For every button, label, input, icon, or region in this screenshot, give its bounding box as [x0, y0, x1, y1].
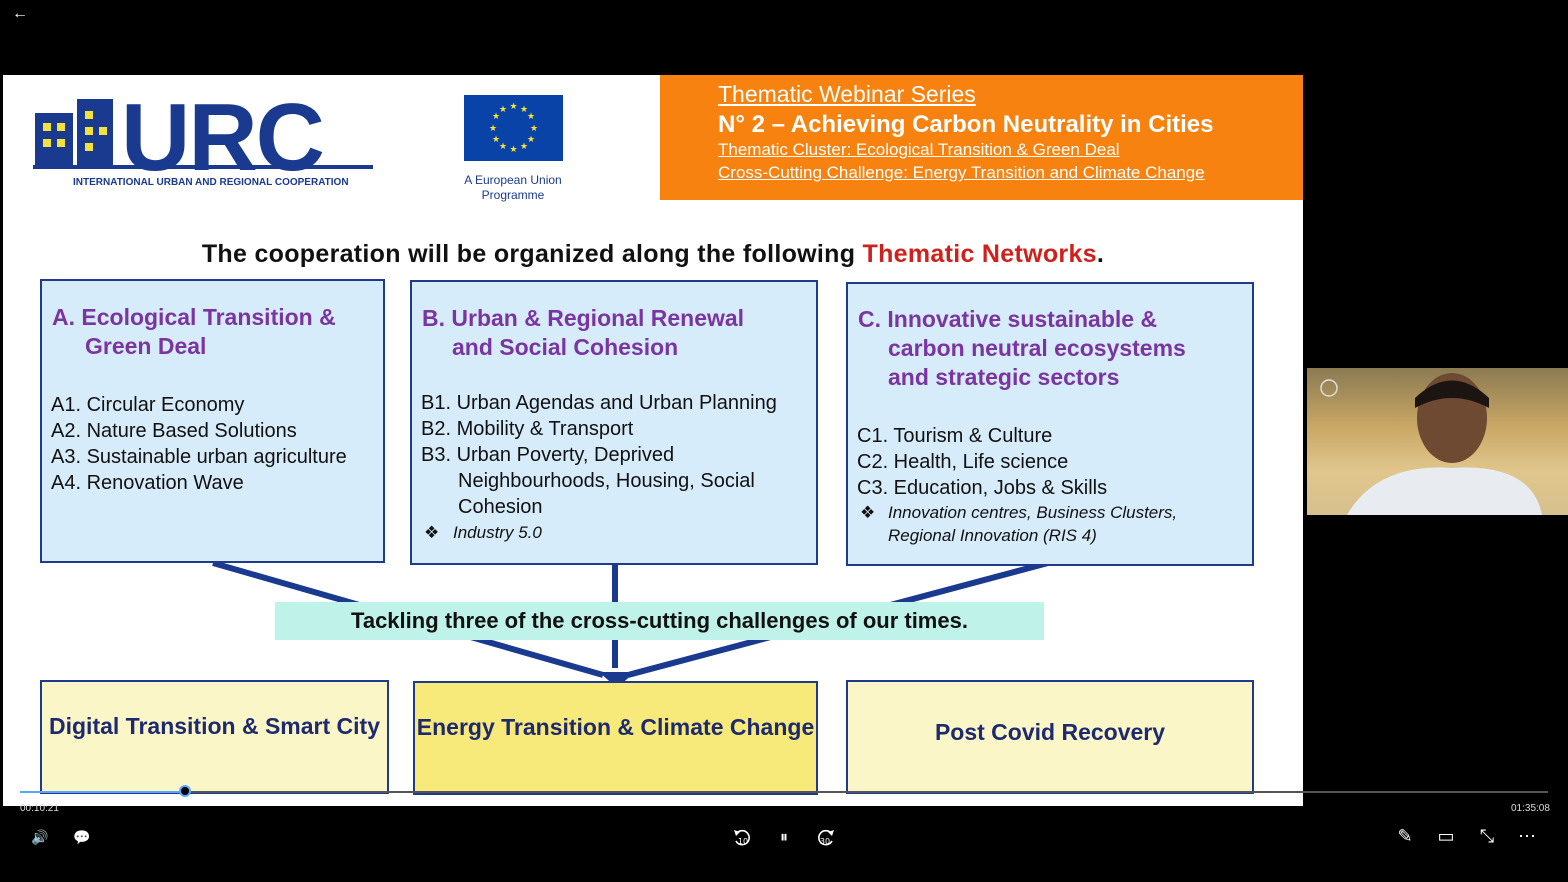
- webcam-video: [1307, 368, 1568, 515]
- tackle-banner: Tackling three of the cross-cutting chal…: [275, 602, 1044, 640]
- bullet-icon: ❖: [424, 523, 440, 542]
- pencil-icon: ✎: [1397, 826, 1413, 846]
- urc-logo: URC INTERNATIONAL URBAN AND REGIONAL COO…: [33, 84, 378, 193]
- miniplayer-button[interactable]: ▭: [1434, 826, 1458, 847]
- network-box-a: A. Ecological Transition & Green Deal A1…: [40, 279, 385, 563]
- captions-icon: 💬: [73, 829, 91, 845]
- back-button[interactable]: ←: [8, 2, 32, 26]
- exit-fullscreen-icon: ⤡: [1479, 826, 1495, 846]
- network-box-c: C. Innovative sustainable & carbon neutr…: [846, 282, 1254, 566]
- more-icon: ⋯: [1518, 826, 1536, 846]
- bullet-icon: ❖: [860, 503, 876, 522]
- svg-text:★: ★: [509, 102, 517, 112]
- challenge-digital: Digital Transition & Smart City: [40, 680, 389, 794]
- svg-text:30: 30: [820, 837, 830, 846]
- speaker-icon: 🔊: [31, 829, 49, 845]
- banner-cluster: Thematic Cluster: Ecological Transition …: [718, 140, 1120, 159]
- svg-text:★: ★: [499, 105, 507, 115]
- banner-title: N° 2 – Achieving Carbon Neutrality in Ci…: [718, 111, 1214, 138]
- challenge-energy: Energy Transition & Climate Change: [413, 681, 818, 795]
- challenge-covid: Post Covid Recovery: [846, 680, 1254, 794]
- urc-logo-subtitle: INTERNATIONAL URBAN AND REGIONAL COOPERA…: [73, 177, 349, 188]
- svg-text:★: ★: [520, 142, 528, 152]
- forward-30-button[interactable]: 30: [812, 825, 838, 851]
- svg-text:★: ★: [492, 135, 500, 145]
- network-box-b: B. Urban & Regional Renewal and Social C…: [410, 280, 818, 565]
- webinar-banner: Thematic Webinar Series N° 2 – Achieving…: [660, 75, 1303, 200]
- logo-underline: [33, 165, 373, 169]
- pause-icon: ⏸: [779, 829, 788, 846]
- headline-highlight: Thematic Networks: [862, 240, 1097, 268]
- rewind-icon: 10: [734, 829, 750, 846]
- svg-text:★: ★: [509, 145, 517, 155]
- arrow-left-icon: ←: [12, 5, 28, 22]
- buildings-icon: [35, 99, 113, 165]
- svg-text:★: ★: [499, 142, 507, 152]
- current-time: 00:10:21: [20, 803, 59, 814]
- progress-scrubber[interactable]: [179, 785, 192, 797]
- total-time: 01:35:08: [1511, 803, 1550, 814]
- svg-text:★: ★: [492, 112, 500, 122]
- banner-challenge: Cross-Cutting Challenge: Energy Transiti…: [718, 163, 1205, 182]
- svg-text:★: ★: [520, 105, 528, 115]
- edit-button[interactable]: ✎: [1393, 826, 1417, 847]
- more-options-button[interactable]: ⋯: [1515, 826, 1539, 847]
- eu-flag-icon: ★★★ ★★★ ★★★ ★★★: [464, 95, 563, 161]
- forward-icon: 30: [818, 829, 834, 846]
- eu-caption: A European Union Programme: [464, 173, 562, 202]
- captions-button[interactable]: 💬: [70, 826, 94, 847]
- urc-logo-text: URC: [121, 84, 325, 191]
- banner-series: Thematic Webinar Series: [718, 81, 976, 107]
- progress-fill: [20, 791, 186, 793]
- progress-track[interactable]: [20, 791, 1548, 793]
- volume-button[interactable]: 🔊: [28, 826, 52, 847]
- svg-text:★: ★: [527, 135, 535, 145]
- miniplayer-icon: ▭: [1437, 826, 1455, 846]
- presenter-silhouette: [1320, 373, 1542, 515]
- svg-text:★: ★: [530, 124, 538, 134]
- svg-text:★: ★: [527, 112, 535, 122]
- presentation-slide: URC INTERNATIONAL URBAN AND REGIONAL COO…: [3, 75, 1303, 806]
- svg-text:★: ★: [489, 124, 497, 134]
- svg-text:10: 10: [738, 837, 748, 846]
- exit-fullscreen-button[interactable]: ⤡: [1475, 826, 1499, 847]
- slide-headline: The cooperation will be organized along …: [201, 240, 1105, 268]
- arrow-head: [599, 672, 635, 688]
- rewind-10-button[interactable]: 10: [730, 825, 756, 851]
- pause-button[interactable]: ⏸: [772, 826, 796, 847]
